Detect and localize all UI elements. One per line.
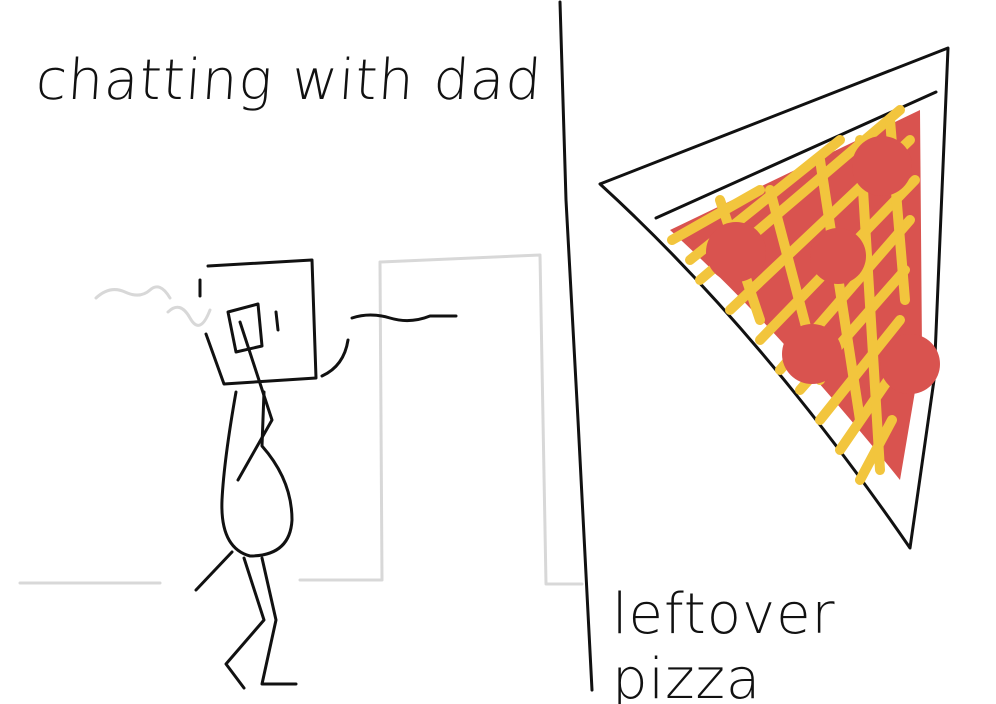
pizza-slice (598, 46, 950, 550)
panel-caption-right: leftover pizza (612, 582, 836, 704)
panel-divider (558, 0, 594, 692)
dad-figure (194, 258, 458, 690)
panel-caption-left: chatting with dad (33, 48, 545, 113)
room-background (18, 253, 584, 586)
